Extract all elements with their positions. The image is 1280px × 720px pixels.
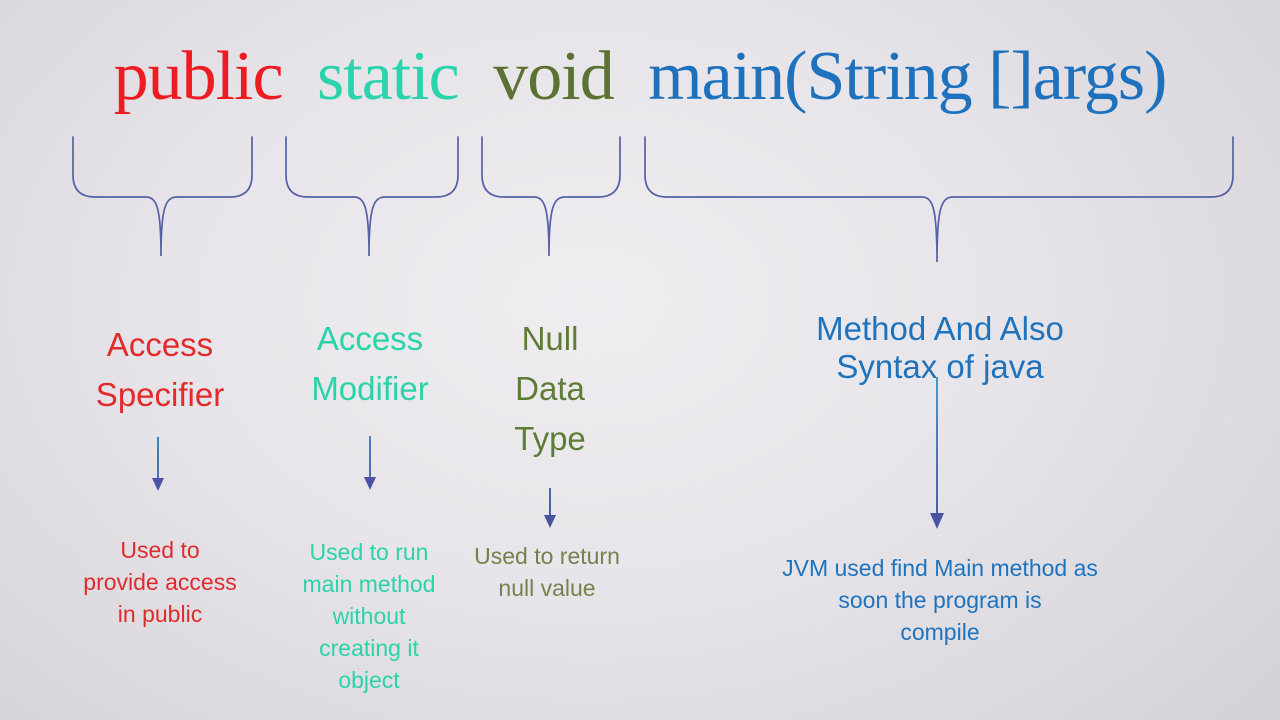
label-null-data-type: Null Data Type	[514, 320, 586, 457]
keyword-void: void	[493, 38, 614, 115]
arrow-head-void	[544, 515, 556, 528]
underbrace-main	[644, 136, 1234, 263]
keyword-public: public	[113, 38, 284, 115]
arrow-void	[544, 488, 556, 528]
label-method-syntax: Method And Also Syntax of java	[816, 310, 1064, 385]
description-static: Used to run main method without creating…	[302, 539, 436, 693]
arrow-head-public	[152, 478, 164, 491]
arrow-head-main	[930, 513, 944, 529]
description-public: Used to provide access in public	[83, 537, 237, 627]
underbrace-void	[481, 136, 621, 257]
method-signature-title: public static void main(String []args)	[0, 42, 1280, 112]
description-main: JVM used find Main method as soon the pr…	[782, 555, 1098, 645]
label-access-specifier: Access Specifier	[95, 326, 225, 413]
label-access-modifier: Access Modifier	[311, 320, 429, 407]
arrow-public	[152, 437, 164, 491]
keyword-main-signature: main(String []args)	[648, 38, 1167, 115]
underbrace-public	[72, 136, 253, 257]
description-void: Used to return null value	[474, 543, 620, 601]
arrow-main	[930, 377, 944, 529]
arrow-head-static	[364, 477, 376, 490]
keyword-static: static	[317, 38, 460, 115]
arrow-static	[364, 436, 376, 490]
underbrace-static	[285, 136, 459, 257]
